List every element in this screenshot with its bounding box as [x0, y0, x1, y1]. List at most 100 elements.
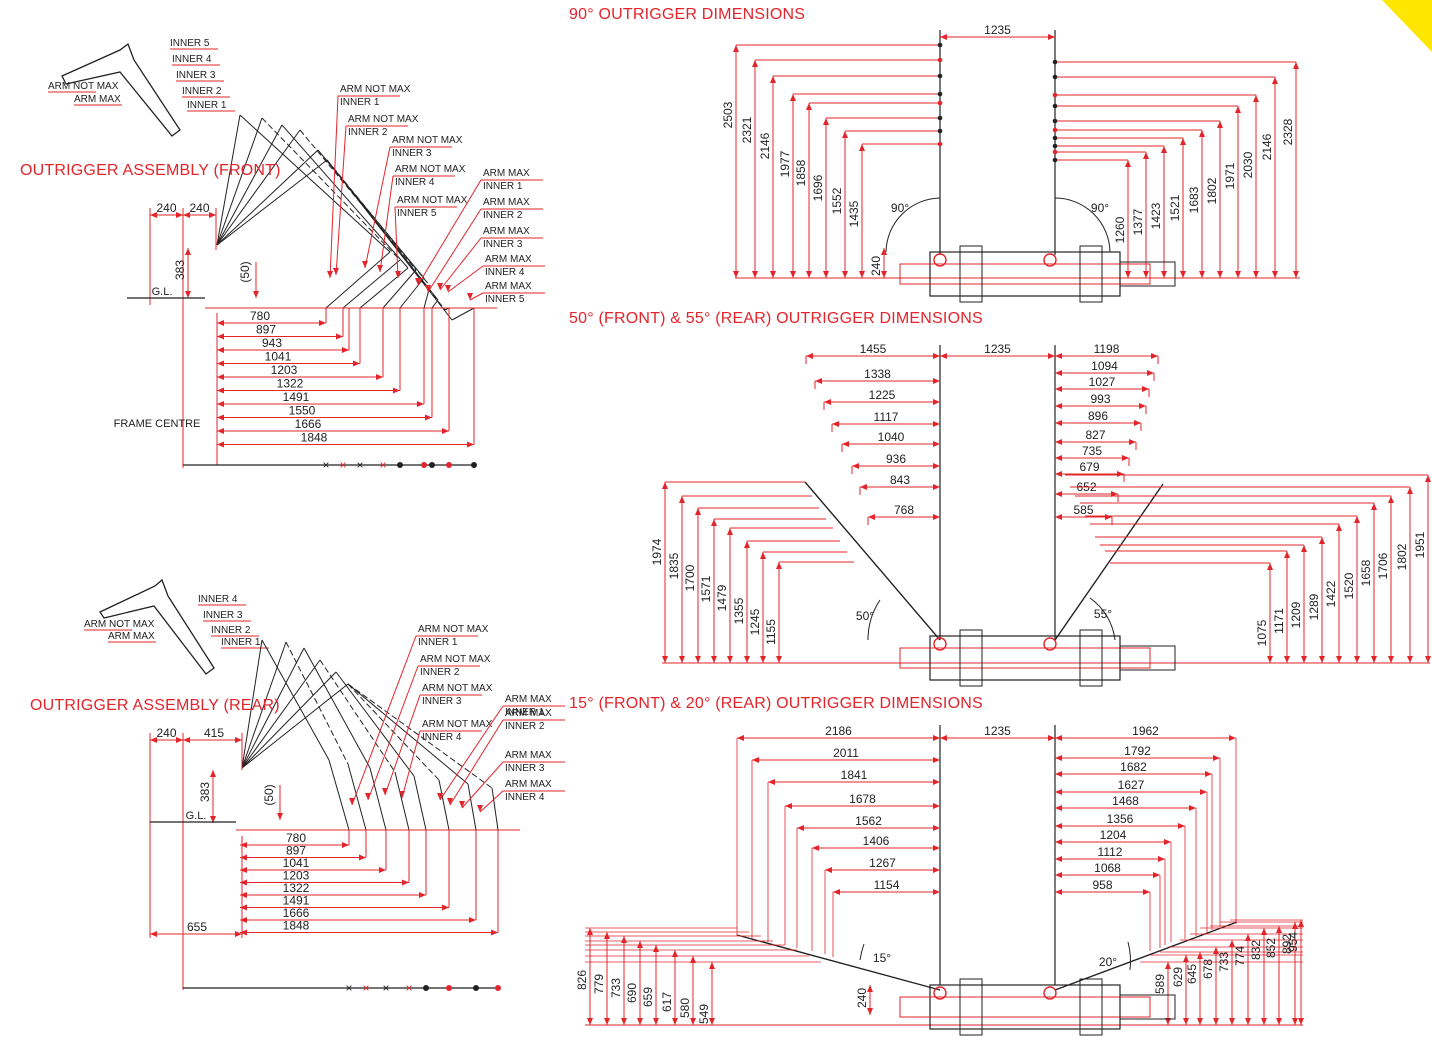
arrowhead	[399, 791, 405, 798]
arrowhead	[733, 45, 739, 52]
truck-body	[929, 984, 1121, 1030]
arrowhead	[1143, 271, 1149, 278]
arrowhead	[867, 985, 873, 992]
dimension-label: 1848	[301, 431, 328, 445]
arrowhead	[442, 428, 449, 434]
arrowhead	[1319, 537, 1325, 544]
arrowhead	[797, 825, 804, 831]
arrowhead	[933, 803, 940, 809]
line	[439, 705, 504, 801]
line	[241, 659, 321, 769]
line	[364, 146, 391, 269]
dimension-label: 240	[156, 726, 176, 740]
dimension-label: 1571	[699, 575, 713, 602]
line	[438, 779, 450, 831]
pin-point	[937, 57, 943, 63]
arrowhead	[695, 656, 701, 663]
arrowhead	[1143, 152, 1149, 159]
dimension-label: 1520	[1342, 572, 1356, 599]
arrowhead	[733, 271, 739, 278]
arrowhead	[376, 374, 383, 380]
arrowhead	[1292, 922, 1298, 929]
arrowhead	[859, 271, 865, 278]
arrowhead	[150, 737, 157, 743]
dimension-label: 735	[1082, 444, 1102, 458]
icon-label: INNER 1	[187, 100, 227, 111]
arrowhead	[1143, 889, 1150, 895]
arrowhead	[150, 931, 157, 937]
arrowhead	[1125, 271, 1131, 278]
angle-label: 20°	[1099, 955, 1117, 969]
line	[216, 129, 301, 246]
arrowhead	[1407, 656, 1413, 663]
arrowhead	[1425, 475, 1431, 482]
arrowhead	[1055, 889, 1062, 895]
position-marker	[429, 462, 435, 468]
line	[369, 767, 387, 831]
arrowhead	[1180, 138, 1186, 145]
arrowhead	[1151, 353, 1158, 359]
dimension-label: 1422	[1324, 580, 1338, 607]
callout-label: INNER 1	[418, 637, 458, 648]
dimension-label: (50)	[238, 261, 252, 282]
position-marker: ×	[322, 458, 329, 472]
line	[413, 775, 427, 831]
arrowhead	[637, 1018, 643, 1025]
corner-marker	[1382, 0, 1432, 52]
arrowhead	[709, 962, 715, 969]
arrowhead	[770, 76, 776, 83]
truck-body	[929, 251, 1121, 297]
arrowhead	[1272, 77, 1278, 84]
arrowhead	[1272, 271, 1278, 278]
arrowhead	[933, 353, 940, 359]
line	[399, 277, 425, 309]
callout-label: ARM NOT MAX	[418, 624, 489, 635]
arrowhead	[933, 889, 940, 895]
line	[347, 683, 493, 789]
dimension-label: 832	[1249, 940, 1263, 960]
dimension-label: 1027	[1089, 375, 1116, 389]
frame-centre-label: FRAME CENTRE	[114, 418, 201, 430]
deg15-truck	[899, 978, 1176, 1036]
arrowhead	[940, 353, 947, 359]
deg50-title: 50° (FRONT) & 55° (REAR) OUTRIGGER DIMEN…	[569, 310, 983, 327]
arrowhead	[1048, 34, 1055, 40]
arrowhead	[933, 825, 940, 831]
arrowhead	[1388, 496, 1394, 503]
arrowhead	[1217, 121, 1223, 128]
dimension-label: 1552	[830, 187, 844, 214]
line	[439, 237, 482, 291]
arrowhead	[833, 889, 840, 895]
arrowhead	[377, 265, 383, 272]
dimension-label: 585	[1073, 503, 1093, 517]
dimension-label: 2146	[1260, 133, 1274, 160]
arrowhead	[1229, 1018, 1235, 1025]
arrowhead	[217, 387, 224, 394]
callout-label: ARM NOT MAX	[397, 195, 468, 206]
arrowhead	[1183, 955, 1189, 962]
arrowhead	[881, 248, 887, 255]
dimension-label: 240	[189, 201, 209, 215]
arrowhead	[185, 291, 191, 298]
dimension-label: 2503	[721, 101, 735, 128]
arrowhead	[1055, 514, 1062, 520]
arrowhead	[1183, 1018, 1189, 1025]
arrowhead	[933, 735, 940, 741]
callout-label: ARM MAX	[505, 694, 552, 705]
arrowhead	[690, 1018, 696, 1025]
callout-label: INNER 3	[422, 696, 462, 707]
dimension-label: 1977	[778, 150, 792, 177]
callout-label: ARM MAX	[505, 708, 552, 719]
arrowhead	[467, 441, 474, 448]
arrowhead	[235, 737, 242, 743]
dimension-label: 1700	[683, 564, 697, 591]
callout-label: INNER 4	[422, 732, 462, 743]
arrowhead	[823, 118, 829, 125]
arrowhead	[842, 131, 848, 138]
arrowhead	[1055, 735, 1062, 741]
arrowhead	[709, 1018, 715, 1025]
dimension-label: 1322	[283, 881, 310, 895]
arrowhead	[1245, 934, 1251, 941]
dimension-label: 617	[660, 992, 674, 1012]
line	[326, 159, 453, 321]
